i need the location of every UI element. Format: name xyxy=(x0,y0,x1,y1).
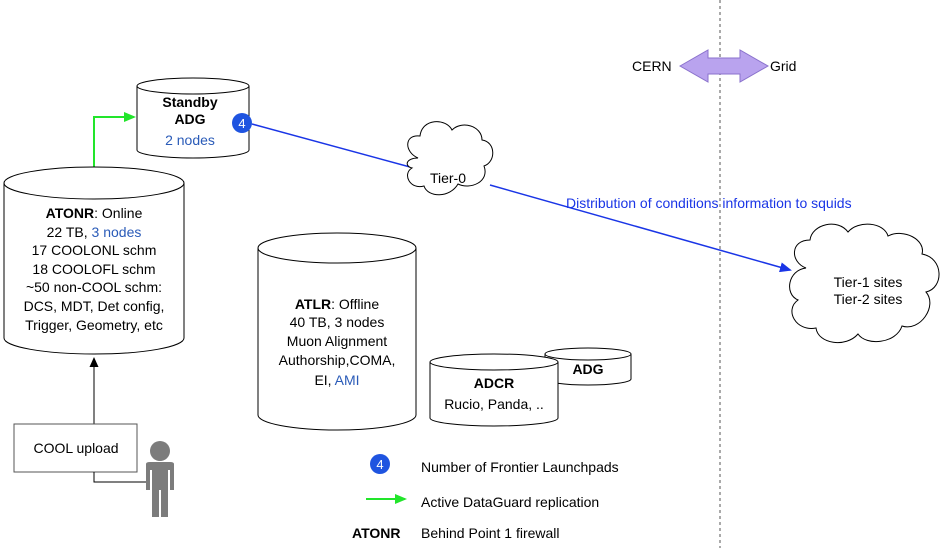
atonr-size: 22 TB, xyxy=(47,224,92,240)
tier12-line1: Tier-1 sites xyxy=(834,274,903,290)
atlr-title: ATLR: Offline xyxy=(295,296,379,312)
adg-cylinder: ADG xyxy=(544,347,632,386)
atonr-line4: 18 COOLOFL schm xyxy=(32,261,155,277)
legend-badge xyxy=(370,454,390,474)
cool-upload-label: COOL upload xyxy=(33,440,118,456)
legend-replication: Active DataGuard replication xyxy=(421,494,599,510)
standby-launchpad-badge: 4 xyxy=(232,113,252,133)
standby-title-line2: ADG xyxy=(174,111,205,127)
atonr-title: ATONR: Online xyxy=(46,205,143,221)
atlr-line2: 40 TB, 3 nodes xyxy=(290,314,385,330)
tier0-to-tier12-arrow xyxy=(489,184,792,273)
person-connector-line xyxy=(93,472,146,483)
atlr-line5a: EI, xyxy=(314,372,334,388)
atlr-line4: Authorship,COMA, xyxy=(279,352,396,368)
standby-nodes: 2 nodes xyxy=(165,132,215,148)
atonr-suffix: : Online xyxy=(94,205,142,221)
adg-label: ADG xyxy=(572,361,603,377)
atlr-cylinder: ATLR: Offline 40 TB, 3 nodes Muon Alignm… xyxy=(257,232,417,431)
legend-atonr-key: ATONR xyxy=(352,525,400,541)
legend-launchpads: Number of Frontier Launchpads xyxy=(421,459,619,475)
atonr-nodes: 3 nodes xyxy=(92,224,142,240)
atonr-line5: ~50 non-COOL schm: xyxy=(26,279,162,295)
adcr-cylinder: ADCR Rucio, Panda, .. xyxy=(429,353,559,427)
standby-adg-cylinder: Standby ADG 2 nodes xyxy=(136,77,250,159)
atonr-cylinder: ATONR: Online 22 TB, 3 nodes 17 COOLONL … xyxy=(3,166,185,355)
atlr-line5: EI, AMI xyxy=(314,372,359,388)
distribution-label: Distribution of conditions information t… xyxy=(566,195,852,211)
cern-label: CERN xyxy=(632,58,672,74)
atonr-line3: 17 COOLONL schm xyxy=(32,242,157,258)
cool-upload-box xyxy=(13,423,138,473)
tier0-label: Tier-0 xyxy=(430,170,466,186)
dataguard-replication-arrow xyxy=(93,112,136,168)
atonr-line6: DCS, MDT, Det config, xyxy=(24,298,165,314)
legend-firewall: Behind Point 1 firewall xyxy=(421,525,560,541)
tier0-cloud: Tier-0 xyxy=(406,121,494,196)
adcr-name: ADCR xyxy=(474,375,514,391)
atlr-ami: AMI xyxy=(335,372,360,388)
legend-badge-number: 4 xyxy=(376,457,383,472)
cern-grid-double-arrow xyxy=(678,49,770,83)
legend: 4 Number of Frontier Launchpads Active D… xyxy=(352,454,619,541)
tier12-line2: Tier-2 sites xyxy=(834,291,903,307)
atonr-size-line: 22 TB, 3 nodes xyxy=(47,224,142,240)
tier12-cloud: Tier-1 sites Tier-2 sites xyxy=(789,223,940,343)
atlr-line3: Muon Alignment xyxy=(287,333,388,349)
standby-to-tier0-line xyxy=(251,123,411,168)
adcr-line2: Rucio, Panda, .. xyxy=(444,396,544,412)
atonr-name: ATONR xyxy=(46,205,94,221)
grid-label: Grid xyxy=(770,58,796,74)
atonr-line7: Trigger, Geometry, etc xyxy=(25,317,163,333)
atlr-name: ATLR xyxy=(295,296,331,312)
atlr-suffix: : Offline xyxy=(331,296,379,312)
standby-badge-number: 4 xyxy=(238,116,245,131)
standby-title-line1: Standby xyxy=(162,94,217,110)
person-icon xyxy=(146,441,174,517)
